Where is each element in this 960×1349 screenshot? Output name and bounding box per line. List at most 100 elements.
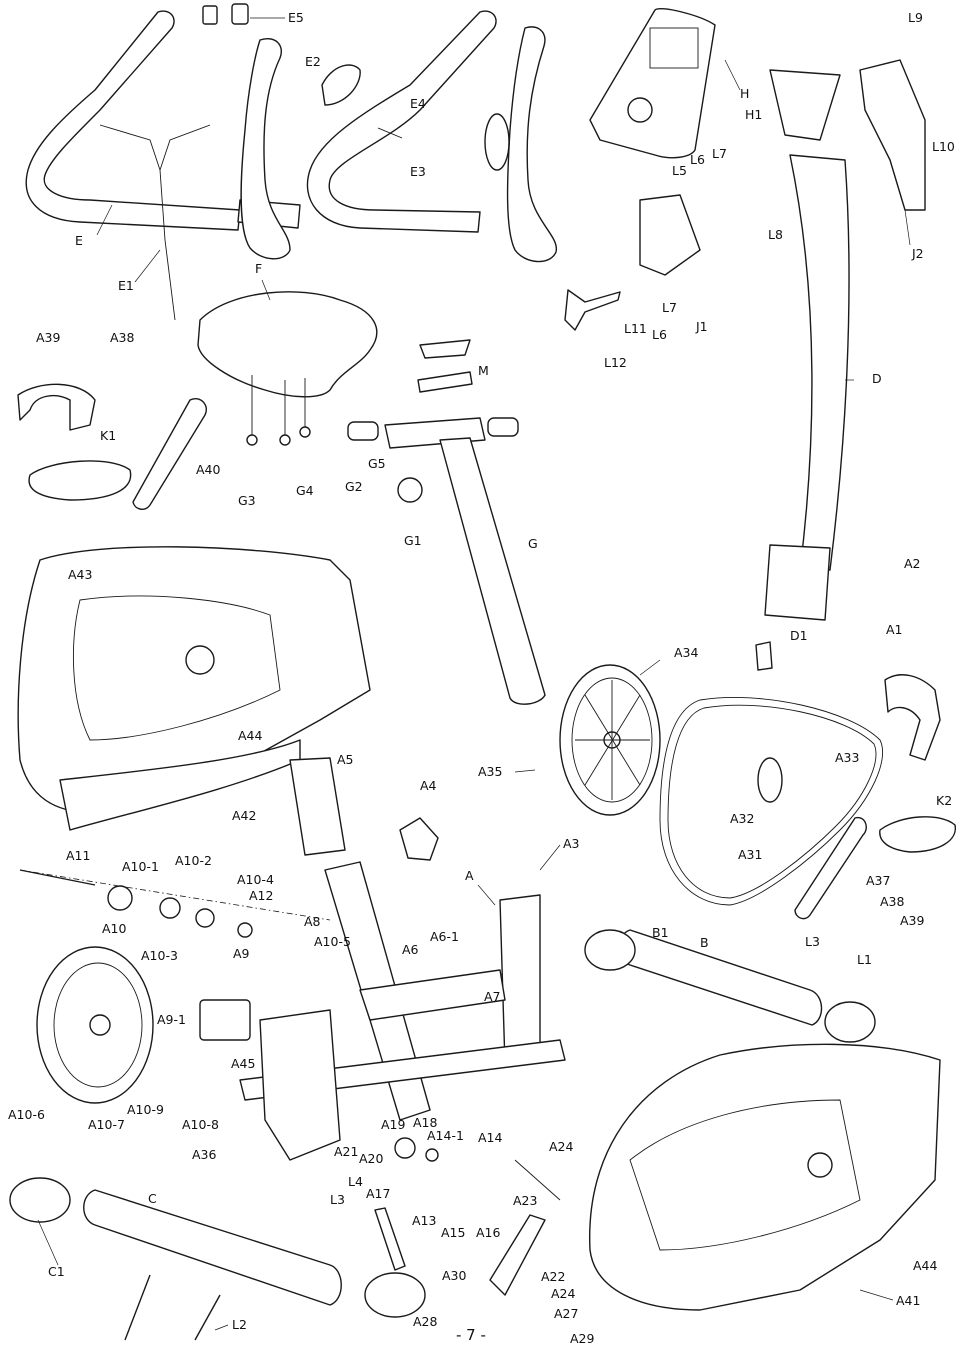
label-a11: A11 xyxy=(66,848,90,863)
label-l2: L2 xyxy=(232,1317,247,1332)
label-a19: A19 xyxy=(381,1117,406,1132)
label-l4: L4 xyxy=(348,1174,363,1189)
label-l8: L8 xyxy=(768,227,783,242)
label-a20: A20 xyxy=(359,1151,384,1166)
left-shroud-a43 xyxy=(17,546,371,831)
label-a30: A30 xyxy=(442,1268,467,1283)
label-e4: E4 xyxy=(410,96,426,111)
label-l6a: L6 xyxy=(690,152,705,167)
label-a9-1: A9-1 xyxy=(157,1012,186,1027)
label-a10-4: A10-4 xyxy=(237,872,274,887)
label-a14-1: A14-1 xyxy=(427,1128,464,1143)
label-a4: A4 xyxy=(420,778,437,793)
hardware-lower-middle xyxy=(374,1137,561,1296)
label-a10-5: A10-5 xyxy=(314,934,351,949)
label-a44b: A44 xyxy=(913,1258,938,1273)
label-a27: A27 xyxy=(554,1306,578,1321)
label-a10-7: A10-7 xyxy=(88,1117,125,1132)
label-a38b: A38 xyxy=(880,894,905,909)
pedal-left-k1 xyxy=(17,383,207,510)
label-e5: E5 xyxy=(288,10,304,25)
label-l7a: L7 xyxy=(712,146,727,161)
label-h: H xyxy=(740,86,749,101)
label-a39b: A39 xyxy=(900,913,925,928)
seat-post-g xyxy=(347,339,546,705)
label-a24a: A24 xyxy=(549,1139,574,1154)
label-a: A xyxy=(465,868,474,883)
label-l3b: L3 xyxy=(330,1192,345,1207)
label-a29: A29 xyxy=(570,1331,595,1346)
label-e1: E1 xyxy=(118,278,134,293)
label-d1: D1 xyxy=(790,628,808,643)
page-number: - 7 - xyxy=(456,1326,486,1344)
label-b1: B1 xyxy=(652,925,669,940)
label-l10: L10 xyxy=(932,139,955,154)
label-a24b: A24 xyxy=(551,1286,576,1301)
label-h1: H1 xyxy=(745,107,762,122)
seat-f xyxy=(197,291,378,446)
label-a6-1: A6-1 xyxy=(430,929,459,944)
rear-stabilizer-b xyxy=(584,929,876,1043)
label-a7: A7 xyxy=(484,989,501,1004)
label-a18: A18 xyxy=(413,1115,438,1130)
label-g1: G1 xyxy=(404,533,422,548)
label-l1: L1 xyxy=(857,952,872,967)
label-d: D xyxy=(872,371,882,386)
label-a45: A45 xyxy=(231,1056,255,1071)
label-a12: A12 xyxy=(249,888,273,903)
label-a33: A33 xyxy=(835,750,859,765)
label-a35: A35 xyxy=(478,764,502,779)
label-g4: G4 xyxy=(296,483,314,498)
leader-lines xyxy=(37,17,911,1331)
label-l9: L9 xyxy=(908,10,923,25)
belt-a31 xyxy=(659,697,884,906)
label-m: M xyxy=(478,363,489,378)
label-a10-8: A10-8 xyxy=(182,1117,219,1132)
label-a10: A10 xyxy=(102,921,127,936)
label-j1: J1 xyxy=(695,319,708,334)
label-b: B xyxy=(700,935,709,950)
label-g3: G3 xyxy=(238,493,256,508)
label-a9: A9 xyxy=(233,946,250,961)
small-parts-e xyxy=(202,3,403,139)
label-a15: A15 xyxy=(441,1225,465,1240)
label-j2: J2 xyxy=(911,246,924,261)
label-a17: A17 xyxy=(366,1186,390,1201)
label-a5: A5 xyxy=(337,752,354,767)
label-f: F xyxy=(255,261,262,276)
label-a44a: A44 xyxy=(238,728,263,743)
label-a38a: A38 xyxy=(110,330,135,345)
upright-tube-d xyxy=(755,154,850,671)
label-l5: L5 xyxy=(672,163,687,178)
label-a34: A34 xyxy=(674,645,699,660)
label-a10-9: A10-9 xyxy=(127,1102,164,1117)
label-a10-6: A10-6 xyxy=(8,1107,45,1122)
label-c1: C1 xyxy=(48,1264,65,1279)
handlebar-e xyxy=(25,10,301,321)
magnet-a9-1 xyxy=(199,999,251,1041)
label-l12: L12 xyxy=(604,355,627,370)
label-a6: A6 xyxy=(402,942,419,957)
label-a36: A36 xyxy=(192,1147,217,1162)
label-a8: A8 xyxy=(304,914,321,929)
label-e3: E3 xyxy=(410,164,426,179)
label-a31: A31 xyxy=(738,847,762,862)
label-g: G xyxy=(528,536,538,551)
label-l11: L11 xyxy=(624,321,647,336)
label-a21: A21 xyxy=(334,1144,358,1159)
label-k1: K1 xyxy=(100,428,116,443)
label-a43: A43 xyxy=(68,567,92,582)
front-stabilizer-c xyxy=(9,1177,426,1341)
label-k2: K2 xyxy=(936,793,952,808)
label-a10-1: A10-1 xyxy=(122,859,159,874)
label-e2: E2 xyxy=(305,54,321,69)
label-a16: A16 xyxy=(476,1225,501,1240)
part-labels: E5 E2 E4 E3 E E1 F H H1 L7 L6 L5 L8 L9 L… xyxy=(8,10,955,1346)
label-a40: A40 xyxy=(196,462,221,477)
flywheel-a34 xyxy=(559,664,661,816)
label-g5: G5 xyxy=(368,456,386,471)
label-a41: A41 xyxy=(896,1293,920,1308)
label-a13: A13 xyxy=(412,1213,436,1228)
label-e: E xyxy=(75,233,83,248)
